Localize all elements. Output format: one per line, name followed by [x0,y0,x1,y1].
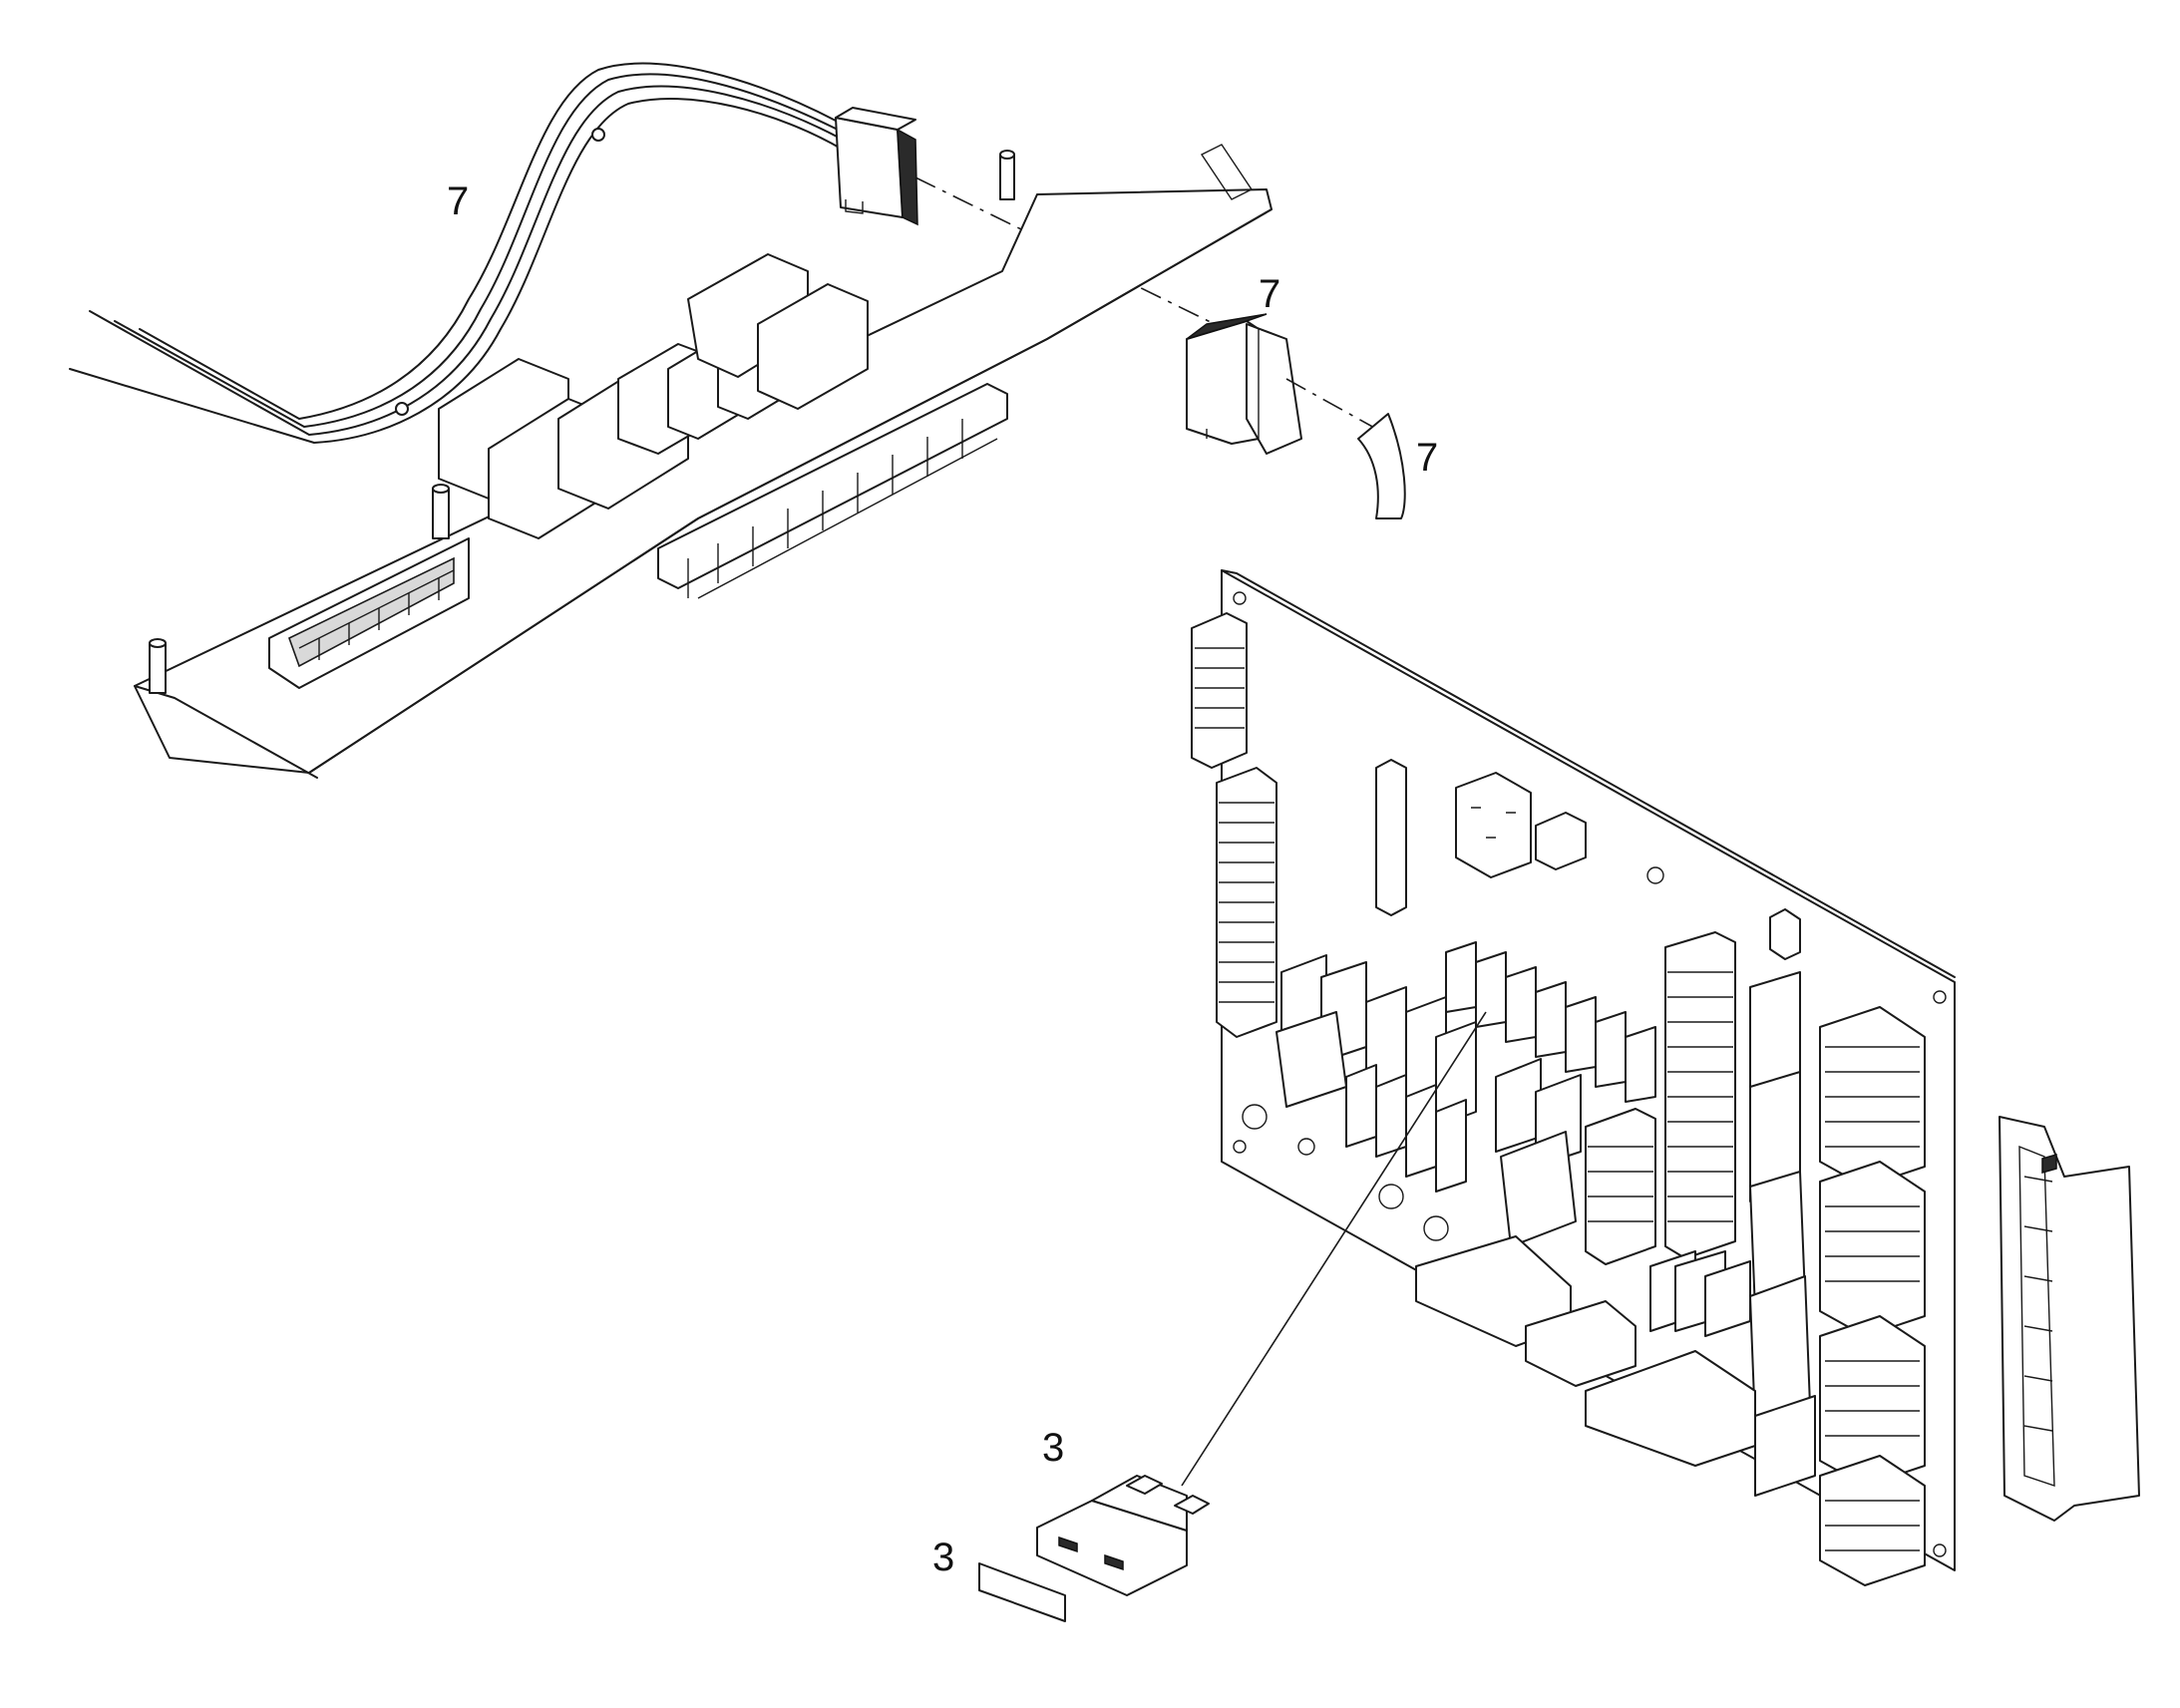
switch-lens [1357,413,1406,519]
wire-harness [69,62,1226,444]
callout-switch-lens: 7 [1416,436,1438,480]
relay-panel [134,144,1272,779]
fuse-label [978,1562,1066,1622]
tray-fuse-block [268,537,470,689]
callout-rocker-switch: 7 [1259,272,1280,316]
callout-blade-fuse: 3 [1042,1426,1064,1470]
board-connectors-right [1819,1006,1926,1586]
board-header [1375,759,1407,916]
mount-post [149,642,167,694]
board-terminal-strip [1191,612,1277,1038]
board-connectors-bottom [1415,1235,1816,1497]
harness-connector [835,107,918,226]
harness-clip [395,402,409,416]
tray-relays [438,253,869,539]
harness-clip [591,128,605,142]
mount-post [999,154,1015,200]
callout-fuse-label: 3 [932,1536,954,1579]
callout-harness: 7 [447,179,469,223]
board-relays-top [1455,772,1801,960]
mount-post [432,488,450,539]
tray-switch-row [657,383,1008,599]
blade-fuse [1036,1475,1210,1596]
side-connector [1998,1116,2140,1522]
rocker-switch [1186,313,1302,455]
board-relays-middle [1242,954,1582,1247]
board-fuse-row [1445,941,1656,1103]
board-relays-right [1649,971,1811,1427]
circuit-board [1191,569,1956,1586]
board-terminal-stacks [1585,931,1736,1265]
